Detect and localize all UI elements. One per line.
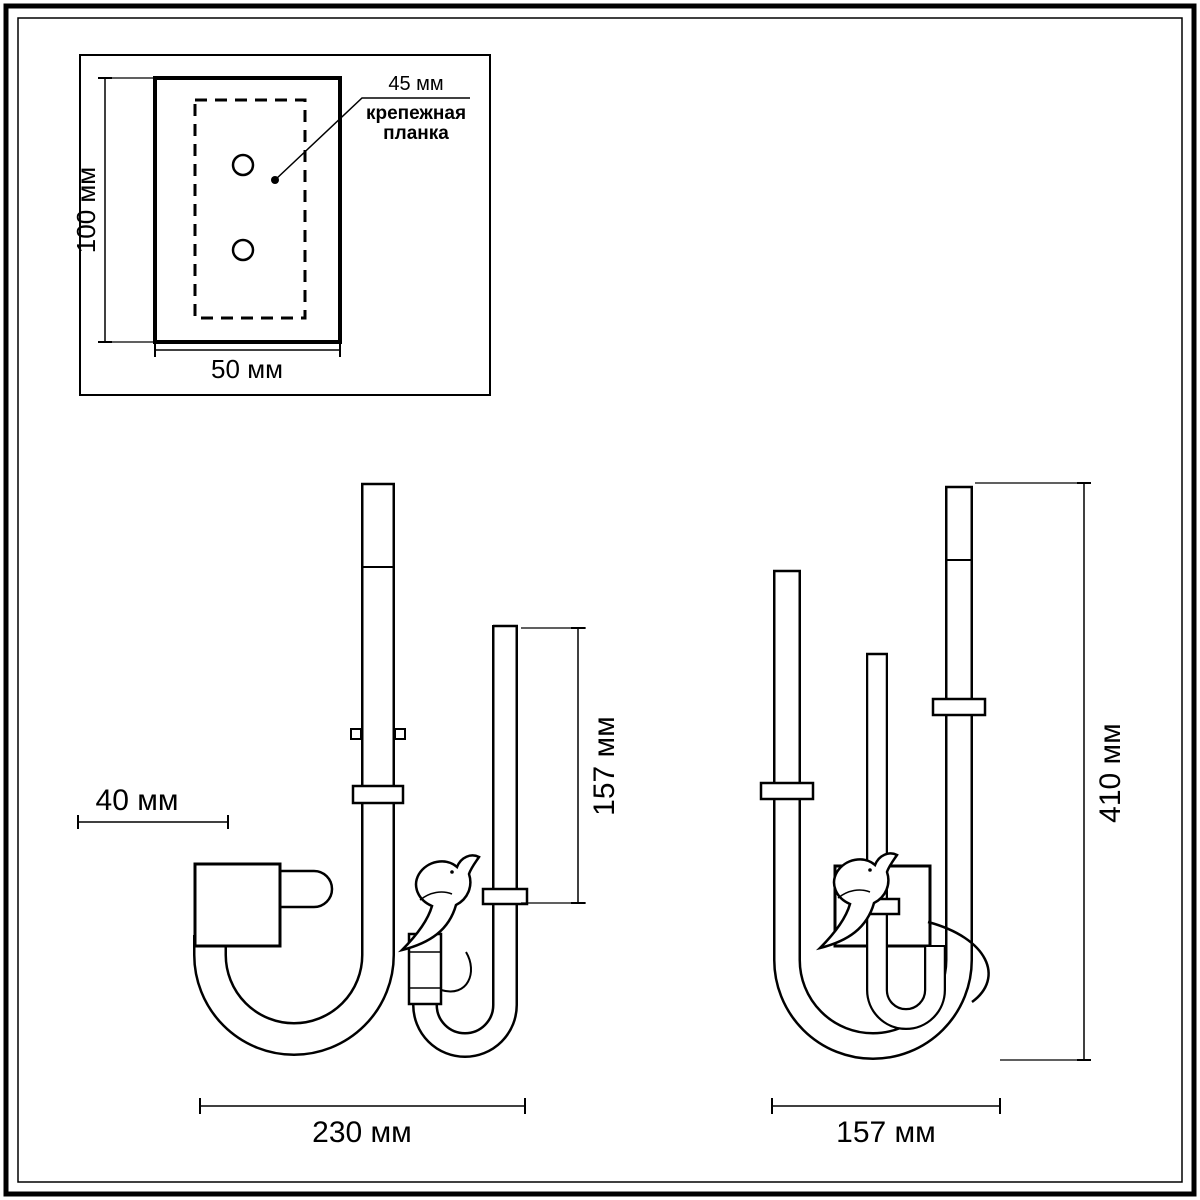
- dimension-label-100mm: 100 мм: [71, 167, 101, 253]
- mounting-hole-bottom: [231, 238, 255, 262]
- bird-wing: [837, 889, 871, 899]
- main-tube-fill: [195, 483, 393, 1054]
- main-candle-collar: [351, 784, 405, 805]
- bird-wing: [419, 891, 453, 901]
- bird-body: [397, 854, 481, 953]
- cable-wire: [440, 951, 472, 993]
- mount-stub: [278, 869, 334, 909]
- bird-eye: [450, 870, 454, 874]
- dimension-label-230mm: 230 мм: [312, 1116, 412, 1149]
- second-candle-collar: [481, 887, 529, 906]
- dimension-label-50mm: 50 мм: [211, 354, 283, 384]
- bird-eye: [868, 868, 872, 872]
- second-tube-fill: [414, 625, 516, 1056]
- outer-tube-fill: [775, 486, 971, 1058]
- inner-tube-fill: [868, 653, 944, 1028]
- leader-line: [274, 97, 470, 181]
- mounting-bar-dashed-outline: [193, 98, 307, 320]
- wall-mount-box: [193, 862, 282, 948]
- lamp-front-view: 40 мм 157 мм 230 мм: [77, 482, 621, 1149]
- outer-frame: [3, 3, 1197, 1197]
- tube-tab-right: [394, 728, 406, 740]
- dimension-label-157mm-depth: 157 мм: [836, 1116, 936, 1149]
- lamp-side-view: 410 мм 157 мм: [759, 482, 1127, 1149]
- mounting-hole-top: [231, 153, 255, 177]
- main-tube-outline: [193, 483, 395, 1056]
- plate-label-line1: крепежная: [366, 103, 466, 124]
- bird-body: [815, 852, 899, 951]
- backplate-outline: [153, 76, 342, 344]
- plate-label-line2: планка: [383, 123, 449, 144]
- bird-figure: [397, 854, 481, 953]
- cable-wire: [927, 920, 990, 1004]
- mounting-plate-detail: 45 мм крепежная планка 100 мм 50 мм: [71, 54, 491, 396]
- inner-frame: [17, 17, 1183, 1183]
- dimension-label-45mm: 45 мм: [388, 73, 443, 95]
- tall-candle-collar: [931, 697, 987, 717]
- dimension-label-40mm: 40 мм: [96, 784, 179, 817]
- left-candle-collar: [759, 781, 815, 801]
- bird-figure: [815, 852, 899, 951]
- tube-tab-left: [350, 728, 362, 740]
- dimension-label-157mm-candle: 157 мм: [588, 716, 621, 816]
- dimension-label-410mm: 410 мм: [1094, 723, 1127, 823]
